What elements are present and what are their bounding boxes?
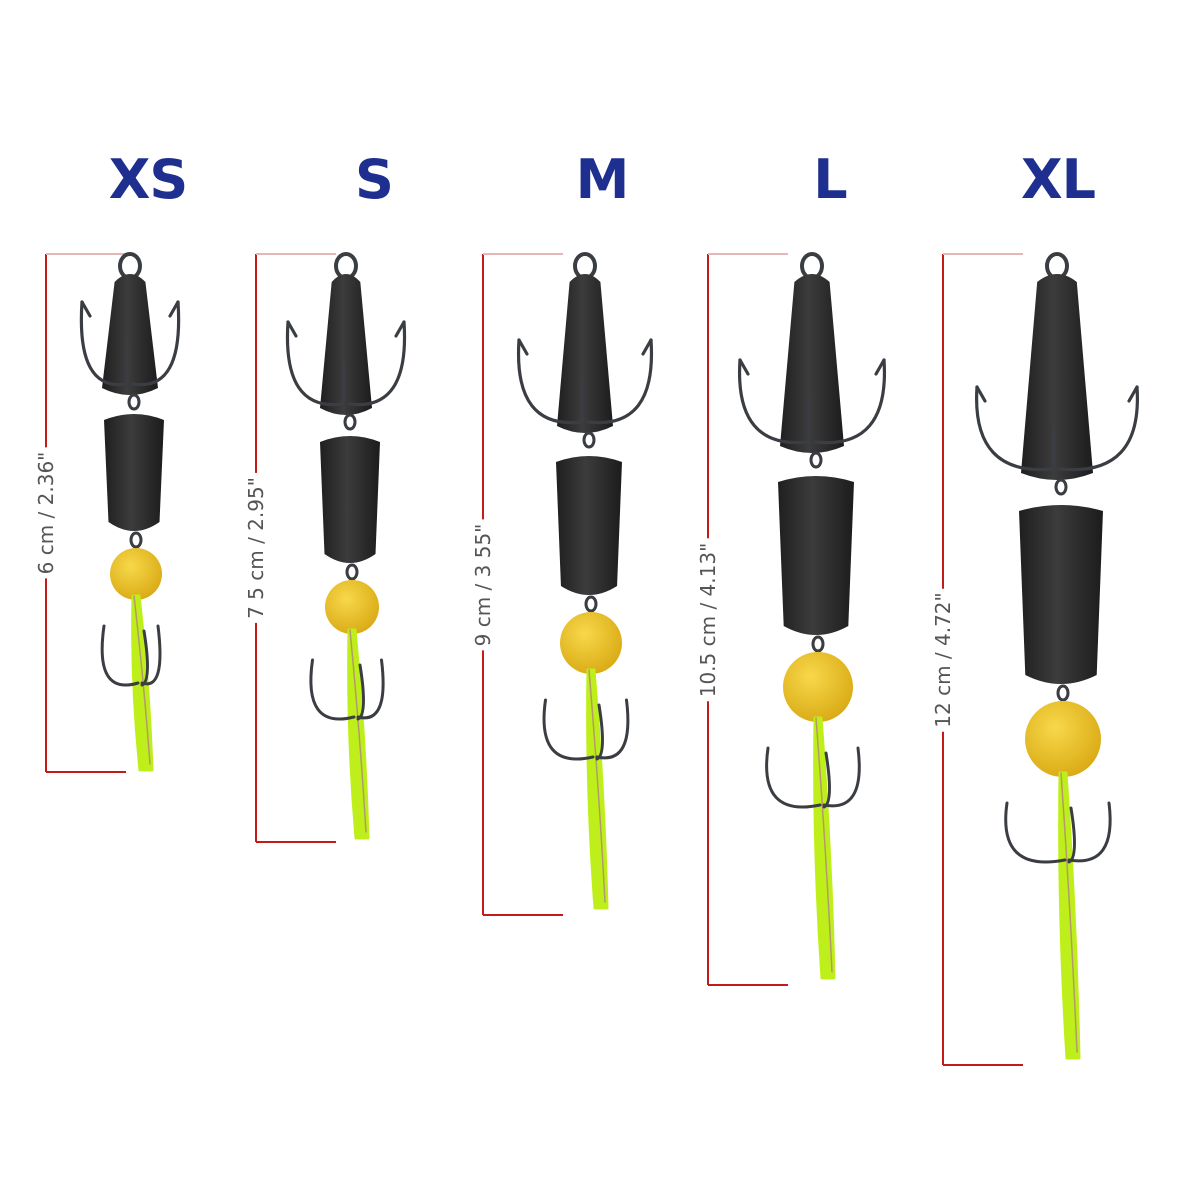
treble-hook-lower [309, 658, 385, 721]
size-label-xl: XL [1020, 148, 1096, 211]
treble-hook-lower [542, 698, 630, 761]
measure-bracket-s [255, 253, 336, 843]
yellow-bead [1025, 701, 1101, 777]
treble-hook-upper [516, 338, 654, 425]
swivel-ring [809, 451, 823, 469]
foam-body-lower [104, 414, 164, 531]
yellow-bead [783, 652, 853, 722]
measurement-label-xl: 12 cm / 4.72" [931, 588, 955, 732]
measurement-label-l: 10.5 cm / 4.13" [696, 538, 720, 702]
measure-bracket-xl [942, 253, 1023, 1066]
size-label-m: M [575, 148, 630, 211]
chartreuse-tail [347, 628, 370, 840]
measure-bracket-m [482, 253, 563, 916]
measure-bracket-l [707, 253, 788, 986]
foam-body-upper [320, 274, 372, 415]
measurement-label-xs: 6 cm / 2.36" [34, 447, 58, 579]
lure-xl [942, 252, 1139, 1066]
swivel-ring [345, 563, 359, 581]
swivel-ring [1054, 478, 1068, 496]
foam-body-lower [778, 476, 854, 635]
lure-m [482, 252, 654, 916]
swivel-ring [1056, 684, 1070, 702]
lure-xs [45, 252, 181, 773]
yellow-bead [110, 548, 162, 600]
measurement-label-m: 9 cm / 3 55" [471, 519, 495, 651]
chartreuse-tail [586, 668, 609, 910]
treble-hook-lower [765, 746, 861, 809]
lure-s [255, 252, 407, 843]
treble-hook-upper [285, 320, 407, 407]
treble-hook-lower [1004, 801, 1112, 864]
treble-hook-upper [737, 358, 887, 445]
foam-body-upper [1021, 274, 1093, 480]
treble-hook-lower [100, 624, 162, 687]
lure-l [707, 252, 887, 986]
size-label-xs: XS [108, 148, 189, 211]
treble-hook-upper [79, 300, 181, 387]
size-label-l: L [813, 148, 847, 211]
size-label-s: S [355, 148, 394, 211]
foam-body-lower [1019, 505, 1103, 684]
swivel-ring [127, 393, 141, 411]
swivel-ring [811, 635, 825, 653]
treble-hook-upper [975, 385, 1139, 472]
foam-body-lower [320, 436, 380, 563]
foam-body-upper [557, 274, 613, 433]
yellow-bead [325, 580, 379, 634]
foam-body-upper [102, 274, 158, 395]
foam-body-upper [780, 274, 844, 453]
chartreuse-tail [813, 716, 836, 980]
swivel-ring [129, 531, 143, 549]
measurement-label-s: 7 5 cm / 2.95" [244, 473, 268, 623]
chartreuse-tail [1058, 771, 1081, 1060]
yellow-bead [560, 612, 622, 674]
swivel-ring [582, 431, 596, 449]
swivel-ring [584, 595, 598, 613]
swivel-ring [343, 413, 357, 431]
foam-body-lower [556, 456, 622, 595]
